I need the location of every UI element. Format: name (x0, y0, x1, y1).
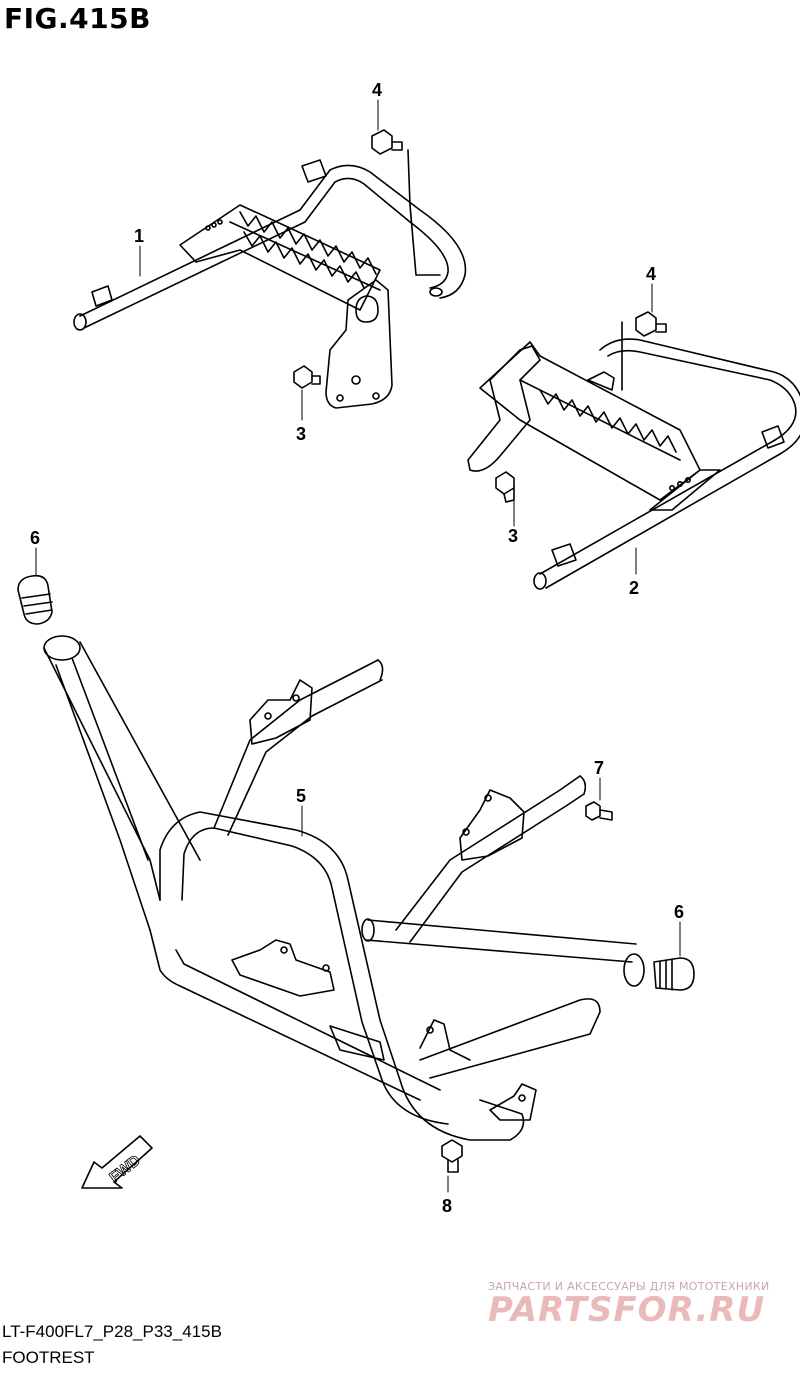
bolt-part-3-lower (495, 471, 515, 503)
callout-4-upper: 4 (372, 80, 382, 100)
forward-direction-arrow (81, 1135, 153, 1189)
front-guard-part-5 (43, 635, 645, 1141)
bolt-part-7 (585, 801, 613, 821)
drawing-code: LT-F400FL7_P28_P33_415B (2, 1322, 222, 1341)
watermark-caption: ЗАПЧАСТИ И АКСЕССУАРЫ ДЛЯ МОТОТЕХНИКИ (488, 1280, 770, 1293)
section-name: FOOTREST (2, 1348, 95, 1367)
bolt-part-4-lower (635, 311, 667, 337)
callout-2: 2 (629, 578, 639, 598)
bolt-part-3-upper (293, 365, 321, 389)
callout-1: 1 (134, 226, 144, 246)
figure-title: FIG.415B (4, 2, 151, 35)
callout-6-left: 6 (30, 528, 40, 548)
callout-6-right: 6 (674, 902, 684, 922)
callout-3-upper: 3 (296, 424, 306, 444)
bolt-part-8 (441, 1139, 463, 1173)
watermark-logo: PARTSFOR.RU (488, 1290, 766, 1330)
callout-5: 5 (296, 786, 306, 806)
callout-4-lower: 4 (646, 264, 656, 284)
leader-lines (35, 99, 681, 1193)
footrest-left-part-1 (73, 159, 467, 409)
callout-7: 7 (594, 758, 604, 778)
callout-8: 8 (442, 1196, 452, 1216)
footrest-right-part-2 (467, 321, 800, 590)
bolt-part-4-upper (371, 129, 441, 276)
end-plug-part-6-right (653, 957, 695, 991)
end-plug-part-6-left (17, 574, 53, 625)
callout-3-lower: 3 (508, 526, 518, 546)
